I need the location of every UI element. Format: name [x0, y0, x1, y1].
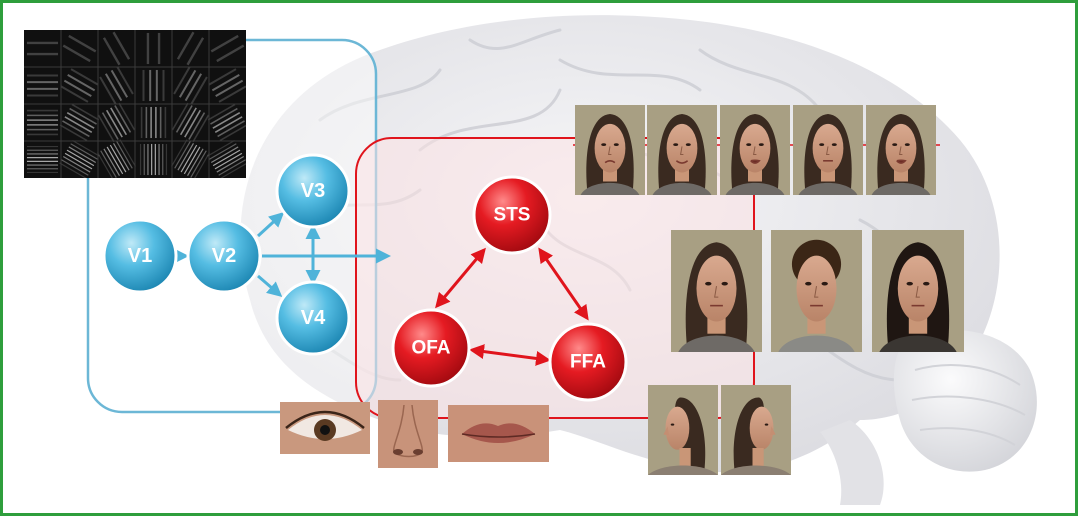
expression-photo [575, 105, 645, 195]
gabor-patch [99, 66, 134, 105]
gabor-patch [210, 34, 245, 63]
node-ofa: OFA [391, 308, 471, 388]
feature-photo-eye [280, 402, 370, 454]
gabor-patch [146, 32, 161, 65]
identity-photo [771, 230, 862, 352]
node-ffa: FFA [548, 322, 628, 402]
node-v4-label: V4 [301, 307, 326, 329]
arrow-sts-ofa [435, 247, 486, 309]
arrow-ofa-ffa [469, 344, 551, 366]
gabor-patch [207, 139, 248, 180]
identity-photo [671, 230, 762, 352]
visual-pathway-arrows [174, 211, 391, 297]
gabor-patch [59, 139, 100, 180]
gabor-patch [142, 69, 165, 102]
node-ofa-label: OFA [411, 338, 450, 359]
gabor-patch [170, 139, 211, 180]
arrow-sts-ffa [538, 247, 589, 321]
node-v2-label: V2 [212, 245, 236, 267]
cerebellum-shape [893, 330, 1037, 472]
face-network-arrows [435, 247, 589, 366]
brainstem-shape [820, 420, 884, 505]
node-ffa-label: FFA [570, 352, 606, 373]
gabor-patch [140, 106, 167, 139]
node-sts-label: STS [494, 205, 531, 226]
gabor-patch [102, 31, 131, 66]
gabor-patch [171, 102, 210, 143]
gabor-patch [60, 68, 99, 103]
gabor-patch [207, 103, 248, 142]
feature-photo-nose [378, 400, 438, 468]
feature-photo-mouth [448, 405, 549, 462]
gabor-patch [139, 143, 168, 176]
gabor-filter-bank [24, 30, 248, 180]
node-v4: V4 [275, 280, 351, 356]
arrow-v2-v4 [257, 274, 283, 297]
gabor-patch [59, 103, 100, 142]
gabor-patch [96, 139, 137, 180]
node-v2: V2 [186, 218, 262, 294]
node-v1-label: V1 [128, 245, 152, 267]
gabor-patch [97, 102, 136, 143]
gabor-patch [176, 31, 205, 66]
gabor-patch [26, 145, 59, 174]
node-v3-label: V3 [301, 180, 325, 202]
arrow-v2-v3 [256, 211, 285, 238]
gabor-patch [173, 66, 208, 105]
node-sts: STS [472, 175, 552, 255]
gabor-patch [26, 41, 59, 56]
node-v1: V1 [102, 218, 178, 294]
profile-photo [721, 385, 791, 475]
gabor-patch [208, 68, 247, 103]
gabor-patch [62, 34, 97, 63]
face-photo-panels [280, 105, 964, 475]
expression-photo [866, 105, 936, 195]
expression-photo [793, 105, 863, 195]
expression-photo [647, 105, 717, 195]
node-v3: V3 [275, 153, 351, 229]
profile-photo [648, 385, 718, 475]
gabor-patch [26, 74, 59, 97]
identity-photo [872, 230, 964, 352]
expression-photo [720, 105, 790, 195]
gabor-patch [26, 109, 59, 136]
